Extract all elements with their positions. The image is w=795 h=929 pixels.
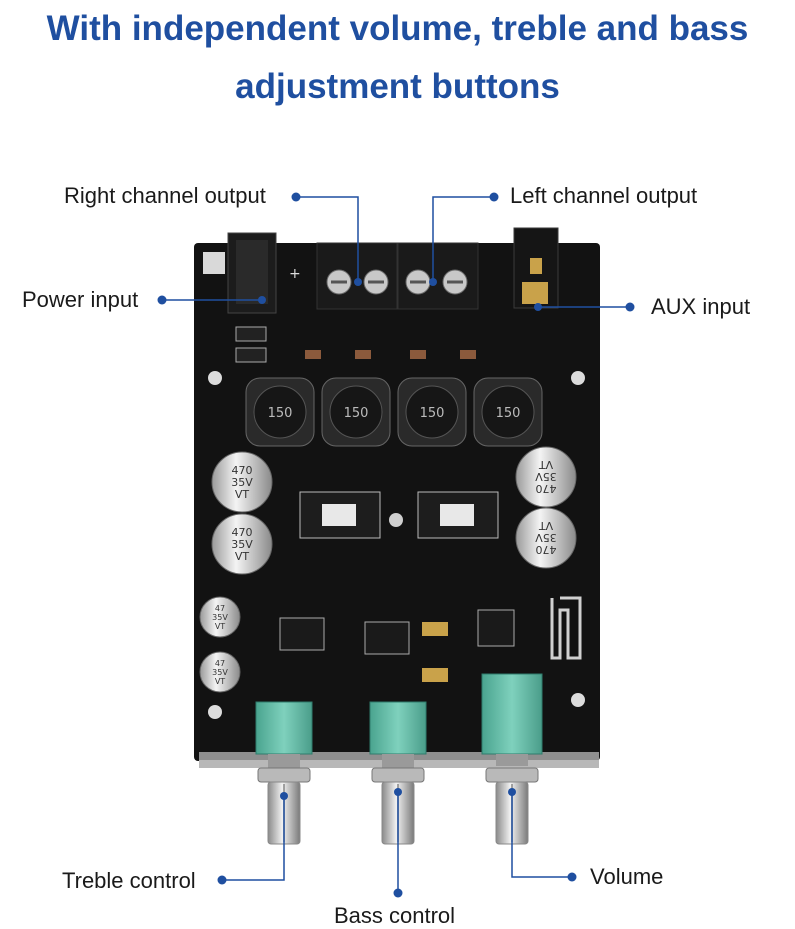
- inductor-marking: 150: [420, 406, 445, 421]
- inductors: 150 150 150 150: [245, 377, 543, 447]
- svg-text:VT: VT: [215, 677, 225, 686]
- svg-text:35V: 35V: [212, 613, 228, 622]
- callout-treble-control: Treble control: [62, 868, 196, 893]
- svg-text:470: 470: [536, 482, 557, 495]
- power-jack: +: [203, 232, 301, 314]
- inductor-marking: 150: [496, 406, 521, 421]
- screw-terminals: [316, 242, 479, 310]
- svg-text:VT: VT: [235, 550, 250, 563]
- svg-text:470: 470: [232, 464, 253, 477]
- inductor-marking: 150: [268, 406, 293, 421]
- leader-dots: [157, 192, 635, 898]
- svg-text:VT: VT: [215, 622, 225, 631]
- title-line-1: With independent volume, treble and bass: [46, 9, 749, 48]
- leader-lines: [162, 196, 630, 893]
- svg-text:47: 47: [215, 659, 225, 668]
- page-title: With independent volume, treble and bass…: [0, 0, 795, 116]
- electrolytic-capacitors: 470 35V VT 470 35V VT 470 35V VT 470 35V…: [199, 446, 577, 693]
- smd-components: [235, 326, 476, 363]
- callout-aux-input: AUX input: [651, 294, 751, 319]
- svg-text:35V: 35V: [231, 538, 253, 551]
- svg-text:VT: VT: [539, 519, 554, 532]
- callout-bass-control: Bass control: [334, 903, 456, 928]
- potentiometers: [255, 673, 543, 768]
- svg-text:47: 47: [215, 604, 225, 613]
- aux-jack: [513, 227, 559, 309]
- callout-volume: Volume: [590, 864, 664, 889]
- callout-left-channel-output: Left channel output: [510, 183, 698, 208]
- title-line-2: adjustment buttons: [235, 67, 560, 106]
- svg-text:VT: VT: [539, 458, 554, 471]
- svg-text:35V: 35V: [535, 470, 557, 483]
- svg-text:470: 470: [536, 543, 557, 556]
- antenna-trace: [550, 596, 582, 660]
- svg-text:470: 470: [232, 526, 253, 539]
- callout-power-input: Power input: [22, 287, 139, 312]
- inductor-marking: 150: [344, 406, 369, 421]
- svg-text:VT: VT: [235, 488, 250, 501]
- svg-text:35V: 35V: [535, 531, 557, 544]
- callout-right-channel-output: Right channel output: [64, 183, 266, 208]
- amplifier-chips: [279, 491, 515, 682]
- svg-text:35V: 35V: [231, 476, 253, 489]
- svg-text:+: +: [289, 266, 301, 282]
- svg-text:35V: 35V: [212, 668, 228, 677]
